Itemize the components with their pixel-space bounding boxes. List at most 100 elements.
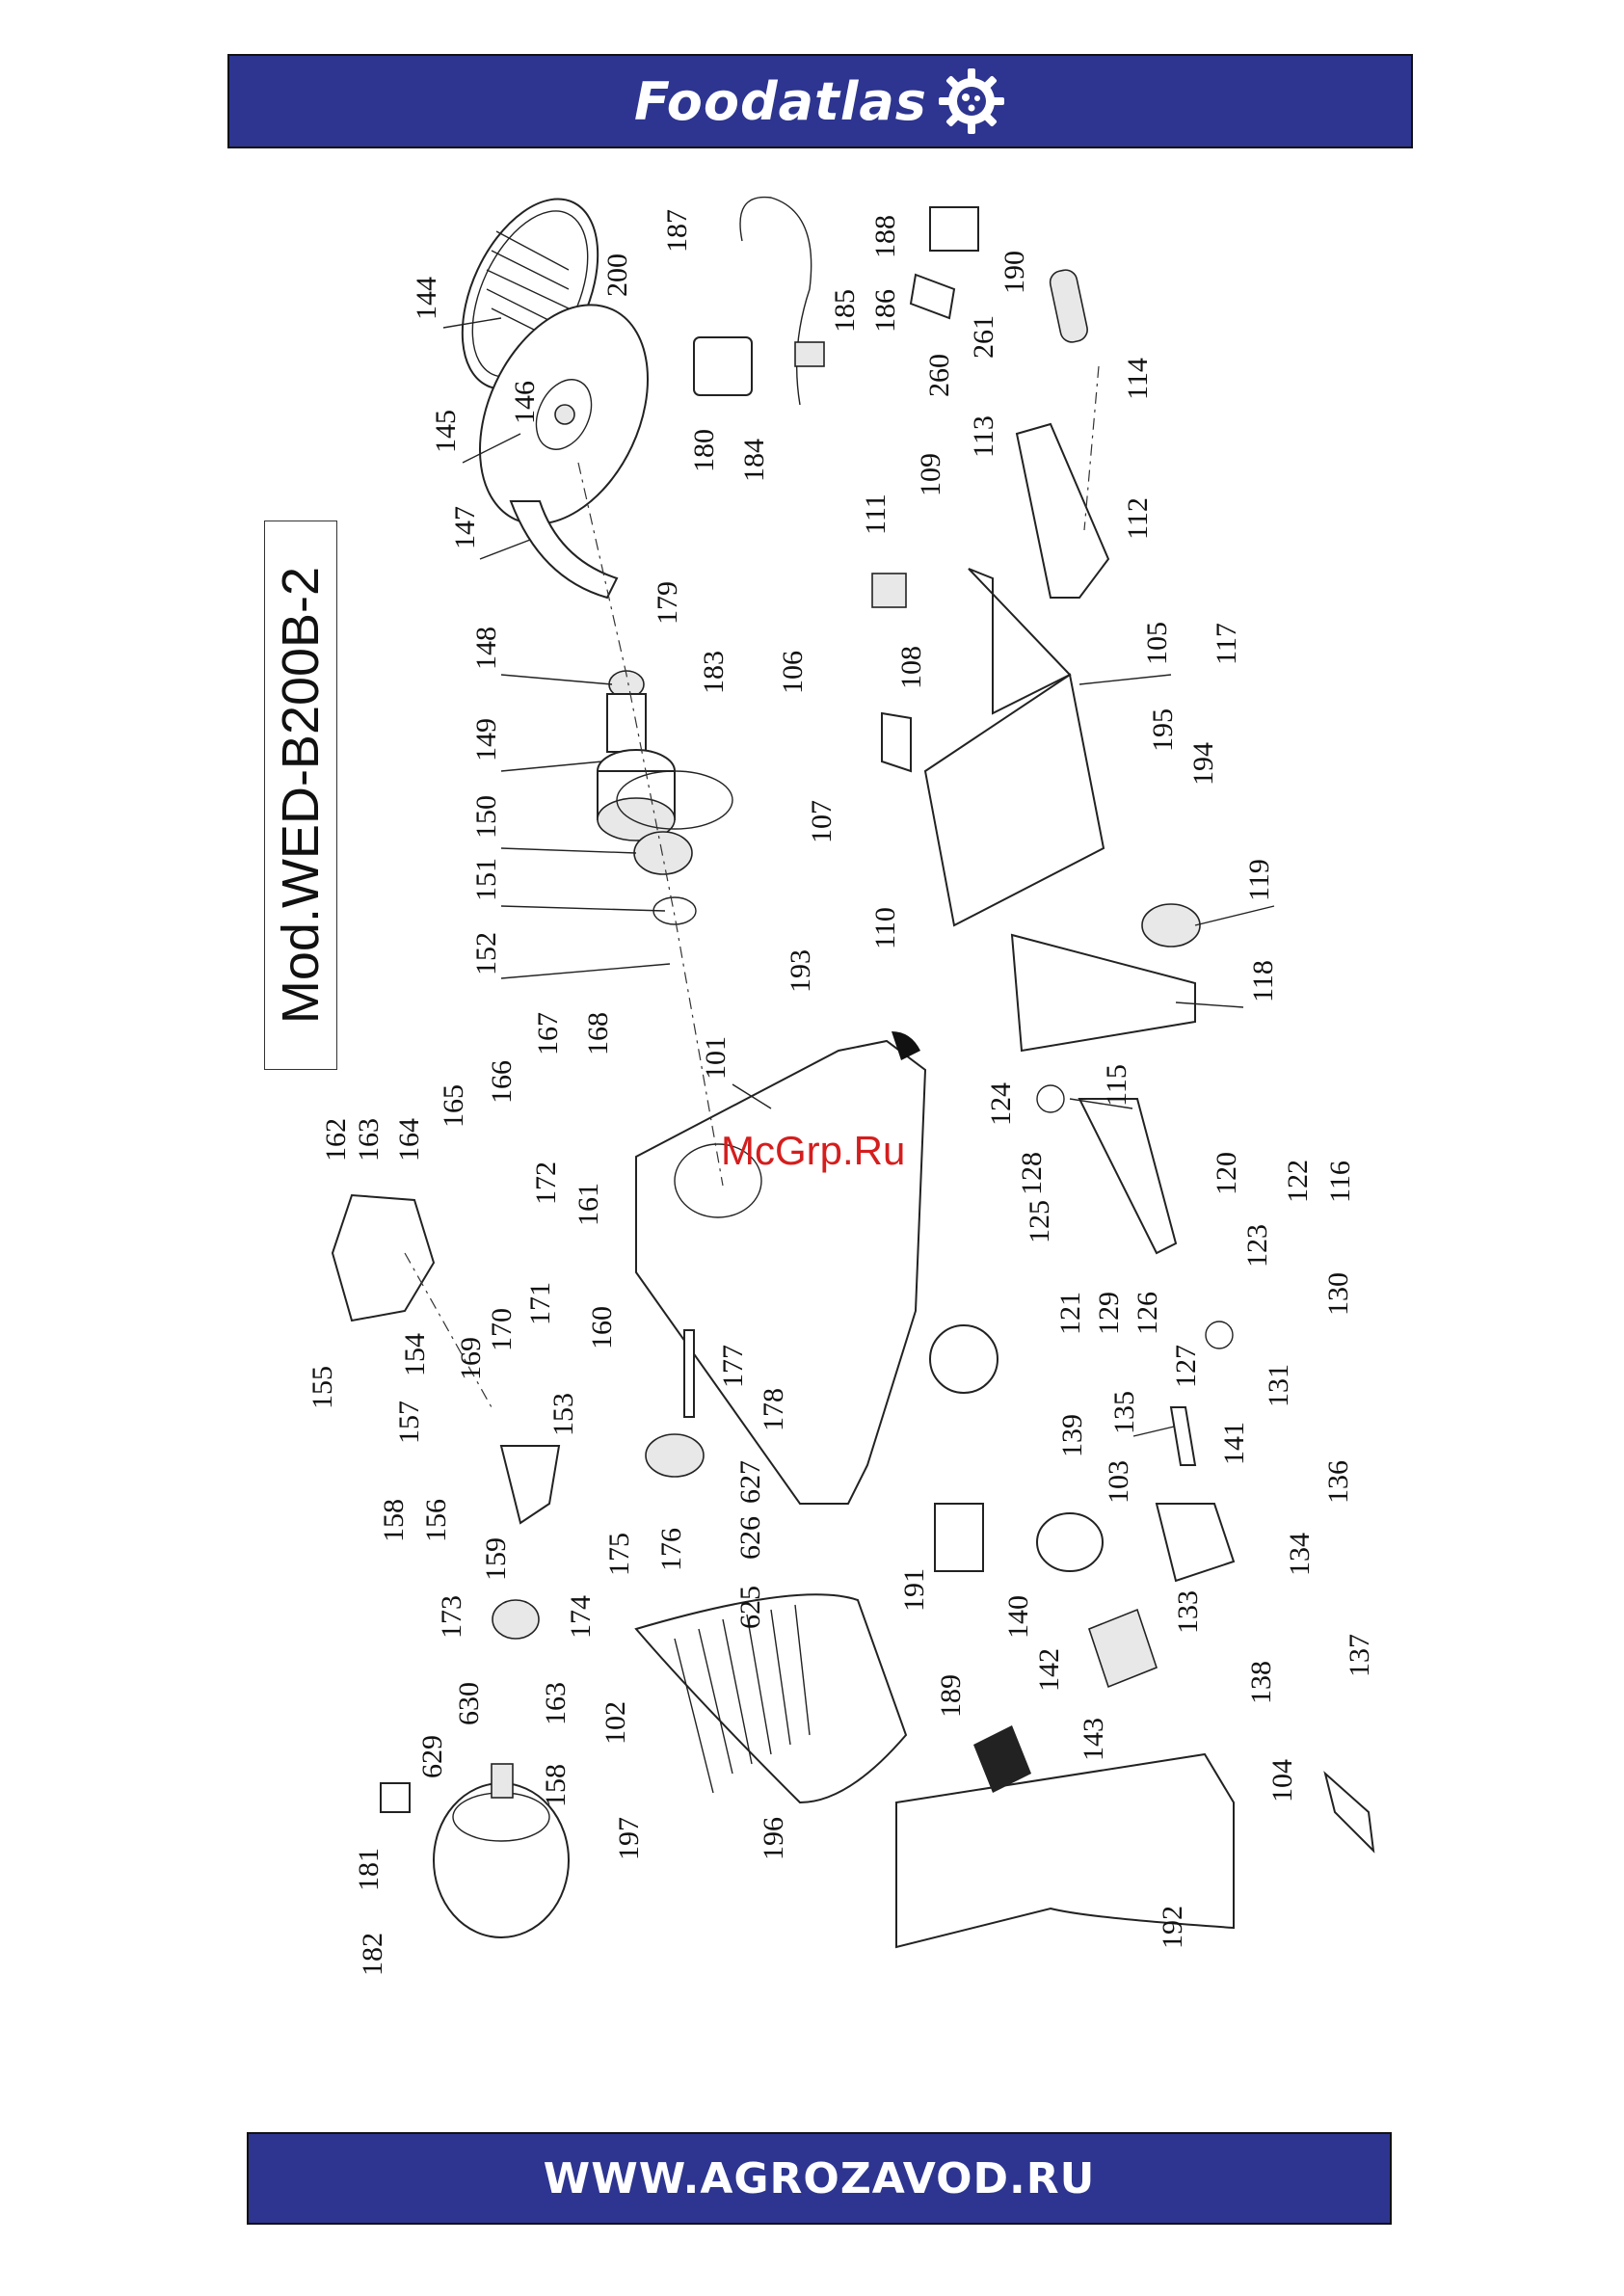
footer-url[interactable]: WWW.AGROZAVOD.RU — [543, 2153, 1096, 2203]
part-label: 125 — [1024, 1200, 1055, 1243]
part-label: 115 — [1101, 1064, 1132, 1107]
model-title: Mod.WED-B200B-2 — [272, 566, 330, 1025]
o-ring-drawing — [1036, 1084, 1065, 1113]
sharpener-cover-drawing — [331, 1193, 436, 1322]
part-label: 119 — [1243, 859, 1275, 901]
carriage-arm-drawing — [1015, 422, 1110, 599]
part-label: 158 — [540, 1764, 572, 1807]
part-label: 121 — [1054, 1292, 1086, 1335]
part-label: 101 — [700, 1036, 732, 1080]
part-label: 157 — [393, 1401, 425, 1444]
belt-drawing — [616, 770, 733, 830]
part-label: 200 — [601, 254, 633, 297]
pulley-140-drawing — [1036, 1512, 1104, 1572]
part-label: 153 — [547, 1393, 579, 1436]
part-label: 150 — [470, 795, 502, 839]
carriage-drawing — [923, 673, 1105, 927]
part-label: 138 — [1245, 1661, 1277, 1704]
part-189-drawing — [973, 1725, 1031, 1793]
part-label: 182 — [357, 1933, 388, 1976]
bearing-drawing — [633, 831, 693, 875]
pulley-drawing — [597, 670, 676, 841]
sharpener-arm-drawing — [499, 1445, 561, 1525]
part-label: 166 — [486, 1060, 518, 1104]
part-label: 163 — [353, 1118, 385, 1161]
part-label: 629 — [416, 1735, 448, 1778]
part-label: 197 — [613, 1817, 645, 1860]
part-label: 155 — [306, 1366, 338, 1409]
part-label: 134 — [1284, 1533, 1316, 1576]
part-label: 139 — [1056, 1414, 1088, 1457]
part-label: 127 — [1170, 1345, 1202, 1388]
part-label: 178 — [758, 1388, 789, 1431]
part-label: 185 — [829, 289, 861, 333]
part-label: 171 — [524, 1282, 556, 1325]
part-label: 161 — [572, 1183, 604, 1226]
part-label: 151 — [470, 858, 502, 901]
watermark: McGrp.Ru — [721, 1128, 906, 1173]
part-label: 169 — [455, 1337, 487, 1380]
gear-icon — [938, 68, 1004, 134]
part-label: 187 — [661, 209, 693, 253]
part-label: 195 — [1147, 708, 1179, 752]
gland-drawing — [794, 341, 825, 367]
part-label: 103 — [1103, 1460, 1134, 1504]
part-label: 173 — [436, 1595, 467, 1639]
part-label: 131 — [1263, 1364, 1294, 1407]
foot-drawing — [892, 1031, 920, 1060]
part-label: 135 — [1108, 1391, 1140, 1434]
part-label: 172 — [530, 1161, 562, 1205]
part-label: 625 — [734, 1586, 766, 1629]
part-label: 114 — [1122, 358, 1154, 400]
part-label: 123 — [1241, 1224, 1273, 1268]
part-label: 124 — [985, 1082, 1017, 1126]
base-frame-drawing — [895, 1752, 1235, 1949]
header-banner: Foodatlas — [227, 54, 1413, 148]
blade-drawing — [478, 304, 650, 525]
part-label: 154 — [399, 1333, 431, 1376]
part-label: 260 — [923, 354, 955, 397]
part-label: 146 — [509, 381, 541, 424]
part-label: 158 — [378, 1499, 410, 1542]
part-label: 194 — [1187, 742, 1219, 786]
main-body-drawing — [635, 1039, 927, 1505]
part-label: 196 — [758, 1817, 789, 1860]
brand-name: Foodatlas — [634, 70, 927, 132]
part-label: 133 — [1172, 1590, 1204, 1634]
part-label: 163 — [540, 1682, 572, 1725]
part-label: 129 — [1093, 1292, 1125, 1335]
model-title-box — [264, 521, 337, 1070]
part-label: 130 — [1322, 1272, 1354, 1316]
part-label: 261 — [968, 315, 999, 359]
part-label: 122 — [1282, 1160, 1314, 1203]
part-label: 111 — [860, 494, 892, 535]
part-label: 142 — [1033, 1648, 1065, 1692]
part-label: 148 — [470, 627, 502, 670]
part-label: 137 — [1344, 1634, 1375, 1677]
plug-drawing — [693, 336, 753, 396]
part-label: 120 — [1211, 1152, 1242, 1195]
belt-guard-drawing — [509, 500, 619, 600]
star-knob-drawing — [645, 1433, 705, 1478]
part-label: 626 — [734, 1516, 766, 1560]
o-ring-2-drawing — [1205, 1321, 1234, 1349]
part-label: 179 — [652, 581, 683, 625]
tray-drawing — [968, 568, 1072, 715]
part-label: 192 — [1157, 1906, 1188, 1949]
knob-shaft-drawing — [683, 1329, 695, 1418]
part-label: 189 — [935, 1674, 967, 1718]
part-label: 107 — [806, 800, 838, 843]
screw-rod-drawing — [1078, 1098, 1178, 1255]
bracket-drawing — [909, 273, 956, 320]
gauge-plate-drawing — [1010, 933, 1196, 1053]
part-label: 145 — [430, 410, 462, 453]
part-label: 141 — [1218, 1422, 1250, 1465]
part-label: 102 — [599, 1701, 631, 1745]
shaft-housing-drawing — [929, 1324, 998, 1394]
part-label: 174 — [565, 1595, 597, 1639]
part-label: 105 — [1141, 622, 1173, 665]
part-label: 136 — [1322, 1460, 1354, 1504]
part-label: 180 — [688, 429, 720, 472]
part-104-drawing — [1323, 1771, 1375, 1854]
part-label: 181 — [353, 1848, 385, 1891]
